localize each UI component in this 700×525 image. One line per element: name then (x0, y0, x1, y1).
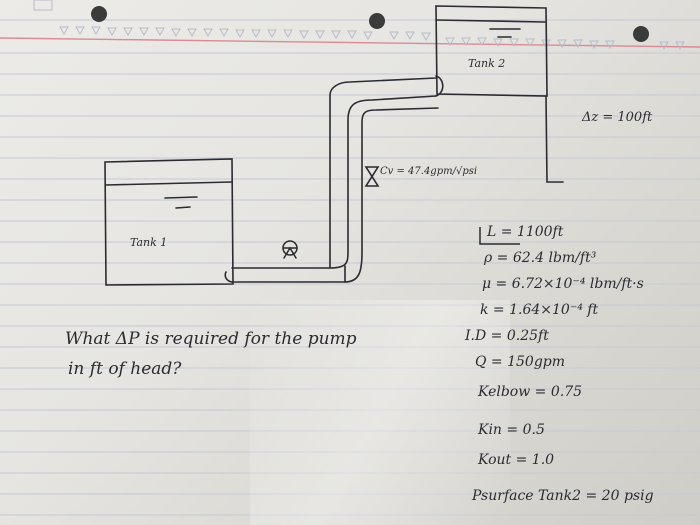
tank-1-label: Tank 1 (130, 236, 168, 249)
punch-hole (633, 26, 649, 42)
given-surface-pressure: Psurface Tank2 = 20 psig (472, 488, 654, 504)
punch-hole (91, 6, 107, 22)
punch-hole (369, 13, 385, 29)
piping-sketch (224, 75, 444, 283)
given-k-elbow: Kelbow = 0.75 (478, 384, 583, 400)
given-length: L = 1100ft (487, 224, 564, 240)
question-line-1: What ΔP is required for the pump (65, 329, 357, 349)
tank-2-label: Tank 2 (468, 57, 506, 70)
given-flow-rate: Q = 150gpm (475, 354, 566, 370)
question-line-2: in ft of head? (68, 359, 182, 379)
height-difference: Δz = 100ft (582, 110, 653, 125)
pump-icon (282, 240, 298, 259)
given-inner-diameter: I.D = 0.25ft (465, 328, 549, 344)
tank-1-sketch (104, 158, 234, 286)
tank-2-sketch (435, 5, 564, 183)
valve-coefficient: Cv = 47.4gpm/√psi (380, 166, 478, 177)
valve-icon (364, 166, 380, 187)
given-density: ρ = 62.4 lbm/ft³ (484, 250, 597, 266)
given-k-out: Kout = 1.0 (478, 452, 555, 468)
given-roughness: k = 1.64×10⁻⁴ ft (480, 302, 599, 318)
pump-label: "⊕" (274, 234, 293, 247)
given-viscosity: μ = 6.72×10⁻⁴ lbm/ft·s (482, 276, 644, 292)
given-k-in: Kin = 0.5 (478, 422, 545, 438)
